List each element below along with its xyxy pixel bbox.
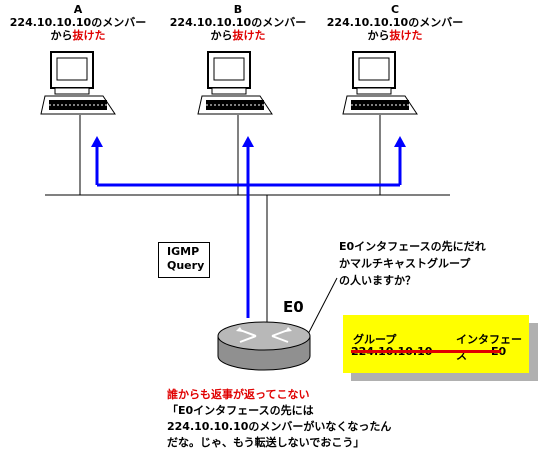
thought-line-1: 「E0インタフェースの先には xyxy=(167,404,314,417)
host-b-status-left: 抜けた xyxy=(232,29,266,42)
host-b-label: B 224.10.10.10のメンバー から抜けた xyxy=(163,3,313,42)
computer-c-icon xyxy=(342,51,418,115)
question-line-3: の人いますか？ xyxy=(339,274,416,287)
igmp-query-box: IGMP Query xyxy=(158,242,210,278)
interface-column-header: インタフェース xyxy=(456,333,522,362)
computer-b-icon xyxy=(197,51,273,115)
thought-line-3: だな。じゃ、もう転送しないでおこう」 xyxy=(167,436,365,449)
router-interface-label: E0 xyxy=(283,298,304,316)
host-c-status-prefix: から xyxy=(367,29,390,42)
question-line-2: かマルチキャストグループ xyxy=(339,257,471,270)
callout-pointer xyxy=(304,277,338,341)
host-a-status-prefix: から xyxy=(50,29,73,42)
arrow-head-c xyxy=(394,136,406,147)
host-b-status-prefix: から xyxy=(210,29,233,42)
group-table: グループ インタフェース 224.10.10.10 E0 xyxy=(343,315,529,373)
question-line-1: E0インタフェースの先にだれ xyxy=(339,240,486,253)
arrow-head-b xyxy=(242,136,254,147)
host-a-name: A xyxy=(73,3,83,16)
router-icon xyxy=(217,321,311,371)
igmp-query-arrows xyxy=(95,145,402,318)
host-b-status: から抜けた xyxy=(163,29,313,42)
router-question: E0インタフェースの先にだれ かマルチキャストグループ の人いますか？ xyxy=(339,238,529,289)
host-c-membership: 224.10.10.10のメンバー xyxy=(326,16,464,29)
thought-line-2: 224.10.10.10のメンバーがいなくなったん xyxy=(167,420,392,433)
host-a-membership: 224.10.10.10のメンバー xyxy=(9,16,147,29)
host-c-status: から抜けた xyxy=(320,29,470,42)
host-a-label: A 224.10.10.10のメンバー から抜けた xyxy=(3,3,153,42)
host-c-status-left: 抜けた xyxy=(389,29,423,42)
host-b-name: B xyxy=(233,3,243,16)
arrow-head-a xyxy=(91,136,103,147)
host-c-label: C 224.10.10.10のメンバー から抜けた xyxy=(320,3,470,42)
group-column-header: グループ xyxy=(353,333,397,346)
host-c-name: C xyxy=(390,3,400,16)
query-label: Query xyxy=(167,259,205,272)
no-reply-text: 誰からも返事が返ってこない xyxy=(167,388,310,401)
host-b-membership: 224.10.10.10のメンバー xyxy=(169,16,307,29)
computer-a-icon xyxy=(40,51,116,115)
host-a-status: から抜けた xyxy=(3,29,153,42)
entry-strikethrough xyxy=(351,350,501,353)
host-a-status-left: 抜けた xyxy=(72,29,106,42)
router-thought: 誰からも返事が返ってこない 「E0インタフェースの先には 224.10.10.1… xyxy=(167,387,391,451)
igmp-label: IGMP xyxy=(167,245,200,258)
